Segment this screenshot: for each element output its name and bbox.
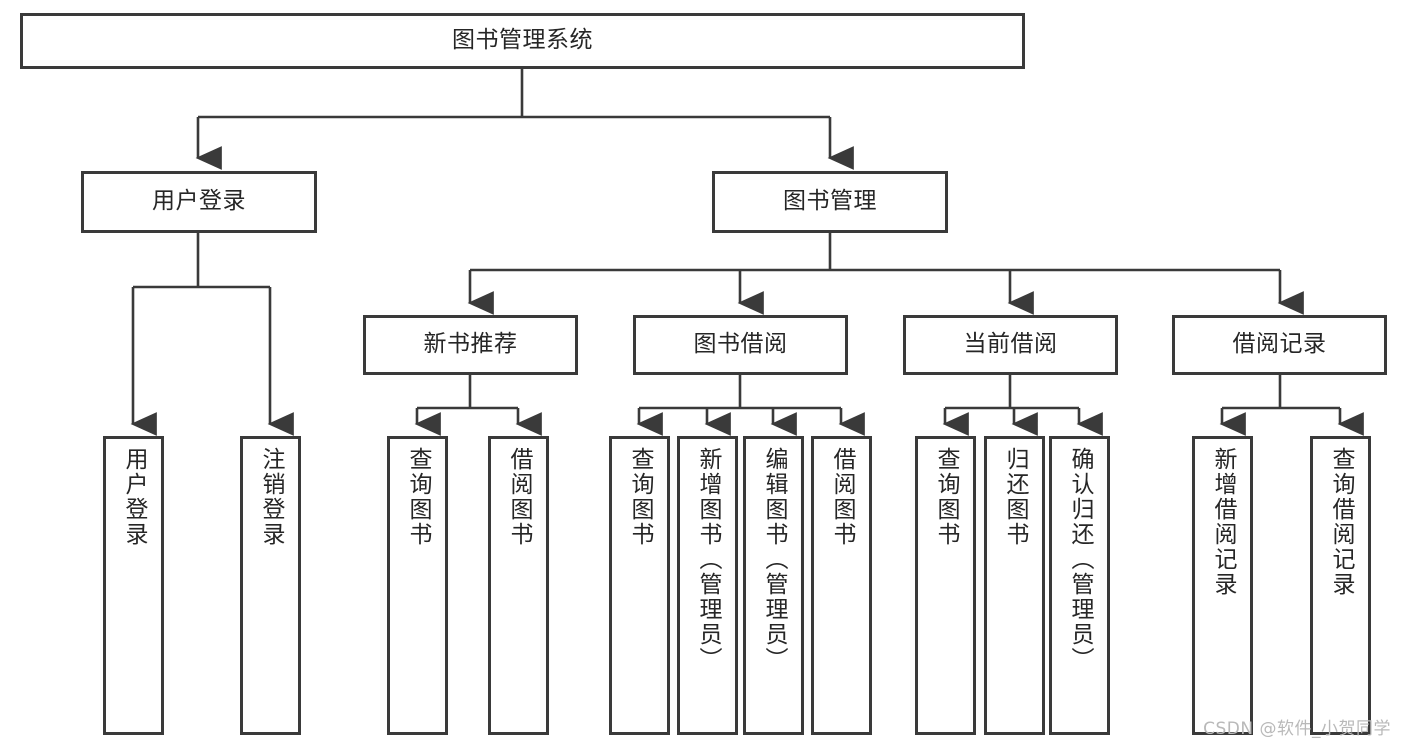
- leaf-book-borrow-query-books[interactable]: 查询图书: [609, 436, 670, 735]
- leaf-label: 借阅图书: [506, 447, 533, 547]
- leaf-user-login-signout[interactable]: 注销登录: [240, 436, 301, 735]
- leaf-label: 确认归还（管理员）: [1067, 447, 1094, 672]
- leaf-current-borrow-query-books[interactable]: 查询图书: [915, 436, 976, 735]
- leaf-label: 编辑图书（管理员）: [761, 447, 788, 672]
- node-user-login-label: 用户登录: [152, 188, 246, 215]
- leaf-borrow-records-query-record[interactable]: 查询借阅记录: [1310, 436, 1371, 735]
- node-book-management-label: 图书管理: [783, 188, 877, 215]
- leaf-label: 注销登录: [258, 447, 285, 547]
- node-book-management[interactable]: 图书管理: [712, 171, 948, 233]
- node-current-borrow[interactable]: 当前借阅: [903, 315, 1118, 375]
- node-new-book-recommend-label: 新书推荐: [423, 331, 518, 358]
- leaf-label: 查询图书: [627, 447, 654, 547]
- node-root-label: 图书管理系统: [452, 27, 593, 54]
- node-book-borrow[interactable]: 图书借阅: [633, 315, 848, 375]
- leaf-label: 查询图书: [933, 447, 960, 547]
- csdn-watermark: CSDN @软件_小贺同学: [1203, 719, 1391, 739]
- leaf-label: 用户登录: [121, 447, 148, 547]
- leaf-user-login-signin[interactable]: 用户登录: [103, 436, 164, 735]
- leaf-label: 归还图书: [1002, 447, 1029, 547]
- leaf-label: 借阅图书: [829, 447, 856, 547]
- leaf-label: 查询借阅记录: [1328, 447, 1355, 597]
- leaf-book-borrow-borrow-books[interactable]: 借阅图书: [811, 436, 872, 735]
- leaf-book-borrow-edit-book-admin[interactable]: 编辑图书（管理员）: [743, 436, 804, 735]
- leaf-new-book-borrow-books[interactable]: 借阅图书: [488, 436, 549, 735]
- leaf-new-book-query-books[interactable]: 查询图书: [387, 436, 448, 735]
- leaf-current-borrow-return-books[interactable]: 归还图书: [984, 436, 1045, 735]
- node-root-book-management-system[interactable]: 图书管理系统: [20, 13, 1025, 69]
- leaf-book-borrow-add-book-admin[interactable]: 新增图书（管理员）: [677, 436, 738, 735]
- leaf-current-borrow-confirm-return-admin[interactable]: 确认归还（管理员）: [1049, 436, 1110, 735]
- leaf-borrow-records-add-record[interactable]: 新增借阅记录: [1192, 436, 1253, 735]
- node-borrow-records[interactable]: 借阅记录: [1172, 315, 1387, 375]
- leaf-label: 新增图书（管理员）: [695, 447, 722, 672]
- leaf-label: 查询图书: [405, 447, 432, 547]
- node-new-book-recommend[interactable]: 新书推荐: [363, 315, 578, 375]
- node-borrow-records-label: 借阅记录: [1232, 331, 1327, 358]
- node-user-login[interactable]: 用户登录: [81, 171, 317, 233]
- node-book-borrow-label: 图书借阅: [693, 331, 788, 358]
- leaf-label: 新增借阅记录: [1210, 447, 1237, 597]
- node-current-borrow-label: 当前借阅: [963, 331, 1058, 358]
